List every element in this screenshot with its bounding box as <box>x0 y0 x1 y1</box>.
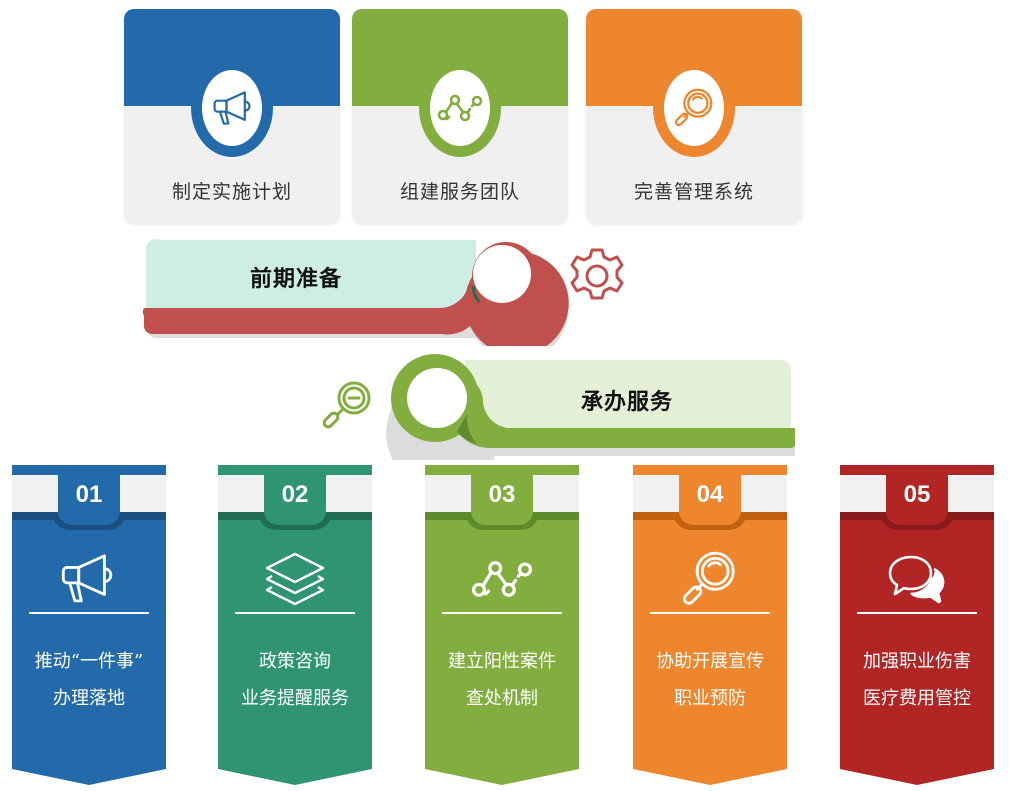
service-ribbon-03: 03 建立阳性案件 查处机制 <box>425 465 579 785</box>
service-number: 02 <box>281 481 309 508</box>
chat-bubbles-icon <box>888 555 945 604</box>
service-ribbon-05: 05 加强职业伤害 医疗费用管控 <box>840 465 994 785</box>
service-text: 政策咨询 业务提醒服务 <box>241 651 349 709</box>
magnifier-icon <box>674 88 713 127</box>
service-ribbon-01: 01 推动“一件事” 办理落地 <box>12 465 166 785</box>
megaphone-icon <box>61 554 113 603</box>
megaphone-icon <box>213 91 251 125</box>
icon-ring <box>191 59 273 157</box>
card-label: 制定实施计划 <box>171 181 292 203</box>
service-text: 推动“一件事” 办理落地 <box>34 651 144 709</box>
gear-icon <box>570 248 624 300</box>
network-chart-icon <box>471 561 533 597</box>
phase-banner-prep: 前期准备 <box>140 236 640 361</box>
service-text: 协助开展宣传 职业预防 <box>656 651 764 709</box>
icon-ring <box>653 59 735 157</box>
service-number: 05 <box>903 481 931 508</box>
icon-ring <box>419 59 501 157</box>
service-number: 01 <box>75 481 103 508</box>
card-label: 完善管理系统 <box>633 181 754 203</box>
service-text: 建立阳性案件 查处机制 <box>448 651 556 709</box>
layers-icon <box>265 552 325 606</box>
banner-shape <box>142 239 569 361</box>
magnifier-minus-icon <box>322 381 371 429</box>
service-ribbon-04: 04 协助开展宣传 职业预防 <box>633 465 787 785</box>
phase-title: 前期准备 <box>250 266 343 292</box>
card-system: 完善管理系统 <box>586 9 802 223</box>
service-number: 03 <box>488 481 516 508</box>
phase-banner-service: 承办服务 <box>385 352 805 490</box>
magnifier-icon <box>682 551 735 605</box>
phase-title: 承办服务 <box>581 389 674 415</box>
network-chart-icon <box>437 94 483 122</box>
card-plan: 制定实施计划 <box>124 9 340 223</box>
divider <box>29 612 149 614</box>
service-number: 04 <box>696 481 724 508</box>
service-text: 加强职业伤害 医疗费用管控 <box>863 651 971 709</box>
card-team: 组建服务团队 <box>352 9 568 223</box>
banner-shape <box>386 354 795 490</box>
service-ribbon-02: 02 政策咨询 业务提醒服务 <box>218 465 372 785</box>
card-label: 组建服务团队 <box>399 181 520 203</box>
